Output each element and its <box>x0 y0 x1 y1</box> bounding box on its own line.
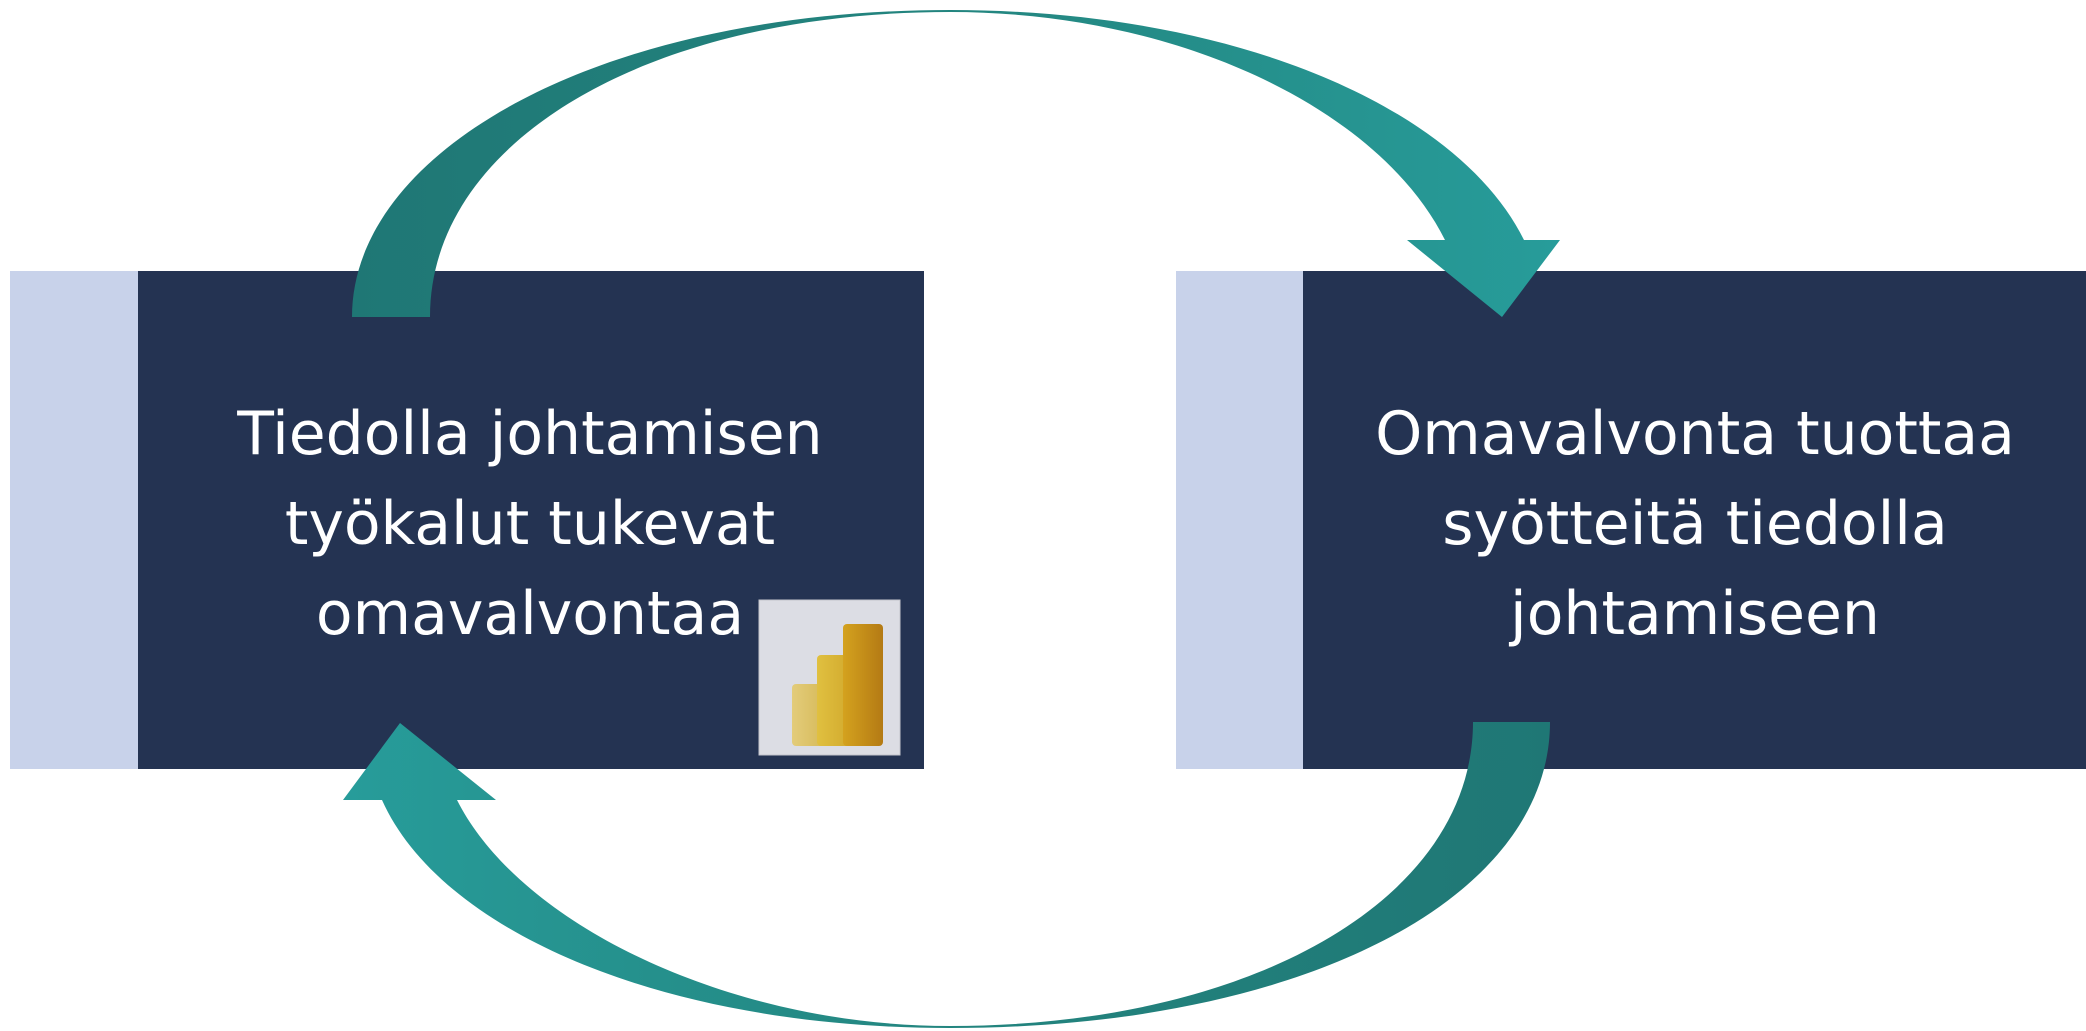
right-box-accent <box>1176 271 1303 769</box>
right-process-box: Omavalvonta tuottaa syötteitä tiedolla j… <box>1176 271 2086 769</box>
left-box-line-2: työkalut tukevat <box>285 489 775 559</box>
left-box-line-3: omavalvontaa <box>316 579 744 649</box>
right-box-line-3: johtamiseen <box>1508 579 1880 649</box>
left-process-box: Tiedolla johtamisen työkalut tukevat oma… <box>10 271 924 769</box>
top-cycle-arrow <box>352 10 1560 317</box>
right-box-line-2: syötteitä tiedolla <box>1442 489 1948 559</box>
power-bi-icon <box>758 599 901 756</box>
right-box-body <box>1303 271 2086 769</box>
right-box-line-1: Omavalvonta tuottaa <box>1375 399 2015 469</box>
left-box-accent <box>10 271 138 769</box>
left-box-line-1: Tiedolla johtamisen <box>236 399 822 469</box>
